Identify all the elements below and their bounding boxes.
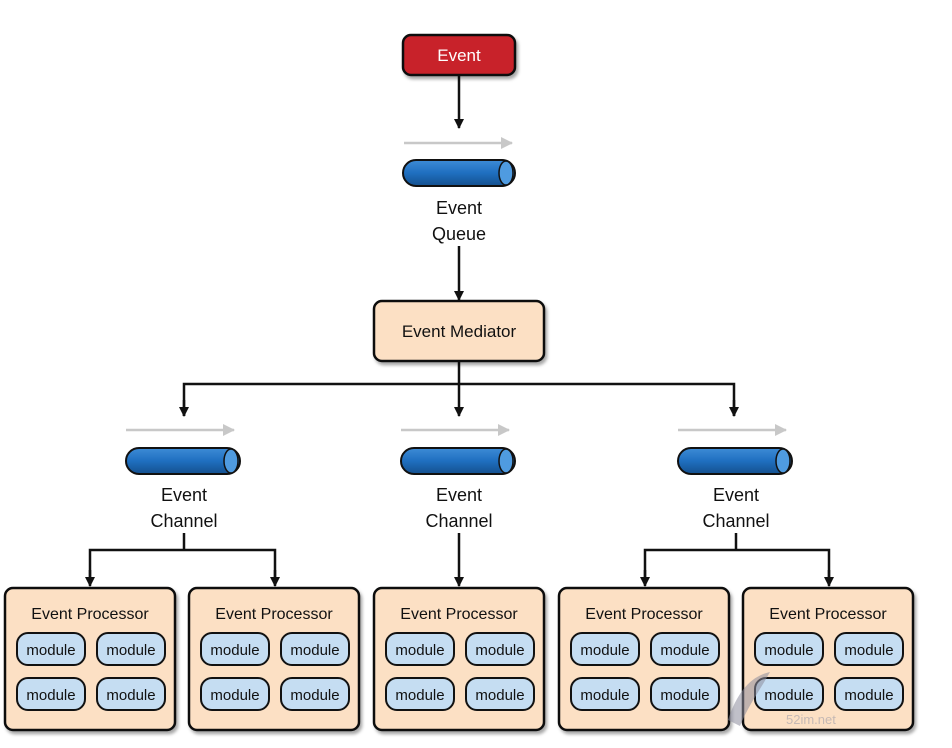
pipe-icon (402, 159, 516, 187)
module-label: module (395, 642, 444, 659)
event-label: Event (437, 46, 481, 65)
mediator-label: Event Mediator (402, 322, 517, 341)
pipe-icon (125, 447, 241, 475)
module-label: module (764, 687, 813, 704)
event-processor: Event Processor module module module module (372, 586, 546, 732)
watermark-logo-icon (728, 672, 770, 726)
module-label: module (210, 687, 259, 704)
event-processor: Event Processor module module module module (187, 586, 361, 732)
module-label: module (210, 642, 259, 659)
module: module (465, 677, 535, 711)
module: module (96, 677, 166, 711)
module: module (200, 677, 270, 711)
module: module (385, 632, 455, 666)
module: module (280, 632, 350, 666)
pipe-icon (677, 447, 793, 475)
module-label: module (26, 687, 75, 704)
pipe-icon (400, 447, 516, 475)
processor-label: Event Processor (400, 606, 518, 623)
module: module (834, 632, 904, 666)
event-node: Event (401, 33, 517, 77)
module: module (96, 632, 166, 666)
queue-label-line1: Event (436, 198, 482, 218)
module: module (754, 632, 824, 666)
module: module (650, 677, 720, 711)
watermark-text: 52im.net (786, 712, 836, 727)
module-label: module (660, 687, 709, 704)
module: module (650, 632, 720, 666)
module: module (16, 677, 86, 711)
module-label: module (290, 642, 339, 659)
module: module (834, 677, 904, 711)
module-label: module (475, 642, 524, 659)
event-processor: Event Processor module module module module (557, 586, 731, 732)
event-processor: Event Processor module module module module (741, 586, 915, 732)
event-queue: Event Queue (402, 137, 516, 244)
channel-label-line2: Channel (150, 511, 217, 531)
module: module (570, 677, 640, 711)
module-label: module (106, 642, 155, 659)
channel-label-line2: Channel (702, 511, 769, 531)
channel-label-line1: Event (436, 485, 482, 505)
module: module (200, 632, 270, 666)
event-mediator: Event Mediator (372, 299, 546, 363)
module: module (16, 632, 86, 666)
module: module (754, 677, 824, 711)
module-label: module (764, 642, 813, 659)
channel-label-line1: Event (161, 485, 207, 505)
module-label: module (844, 687, 893, 704)
module: module (570, 632, 640, 666)
module: module (280, 677, 350, 711)
module-label: module (395, 687, 444, 704)
queue-label-line2: Queue (432, 224, 486, 244)
processor-label: Event Processor (769, 606, 887, 623)
module-label: module (580, 687, 629, 704)
watermark: 52im.net (728, 672, 836, 727)
channel-label-line1: Event (713, 485, 759, 505)
module: module (385, 677, 455, 711)
module-label: module (106, 687, 155, 704)
module-label: module (580, 642, 629, 659)
processor-label: Event Processor (585, 606, 703, 623)
module-label: module (475, 687, 524, 704)
connectors (85, 76, 834, 587)
module: module (465, 632, 535, 666)
module-label: module (844, 642, 893, 659)
channel-label-line2: Channel (425, 511, 492, 531)
processor-label: Event Processor (215, 606, 333, 623)
module-label: module (26, 642, 75, 659)
processor-label: Event Processor (31, 606, 149, 623)
module-label: module (660, 642, 709, 659)
event-processor: Event Processor module module module module (3, 586, 177, 732)
module-label: module (290, 687, 339, 704)
